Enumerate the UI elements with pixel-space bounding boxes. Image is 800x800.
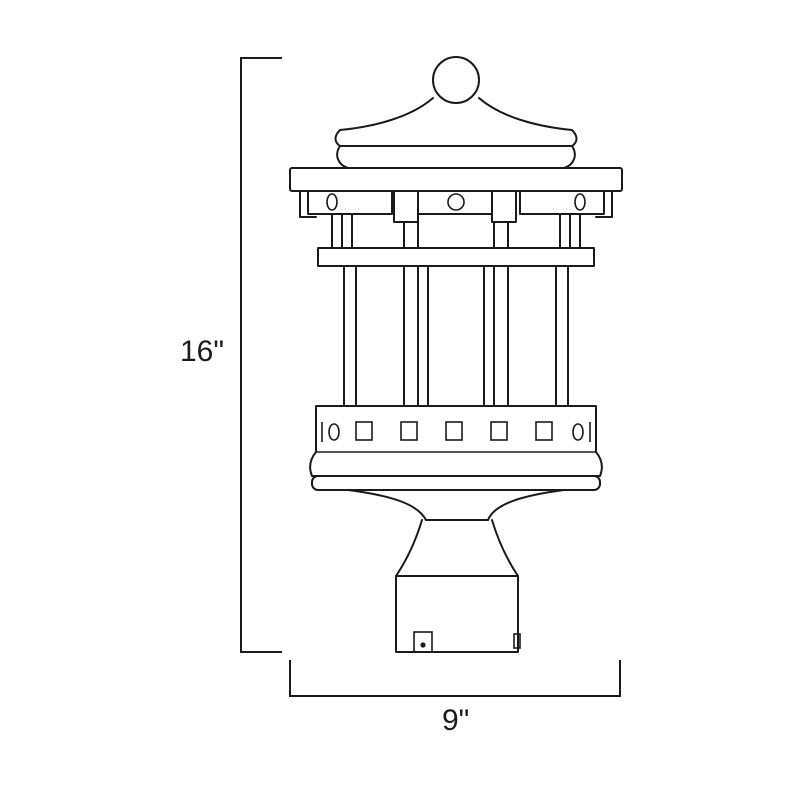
middle-ring-band <box>317 247 595 267</box>
height-dimension-label: 16" <box>180 335 225 368</box>
finial-ball <box>432 56 480 104</box>
width-dimension-label: 9" <box>442 704 470 737</box>
top-cap-band <box>289 167 623 192</box>
post-fitter <box>395 519 521 653</box>
lantern-glass-posts <box>343 265 569 407</box>
lantern-roof <box>334 97 578 169</box>
base-skirt <box>311 475 601 521</box>
width-dimension-bracket <box>289 660 621 697</box>
upper-posts <box>331 213 581 249</box>
upper-vent-band <box>299 190 613 223</box>
height-dimension-bracket <box>240 57 282 653</box>
lower-decorative-band <box>309 405 603 477</box>
